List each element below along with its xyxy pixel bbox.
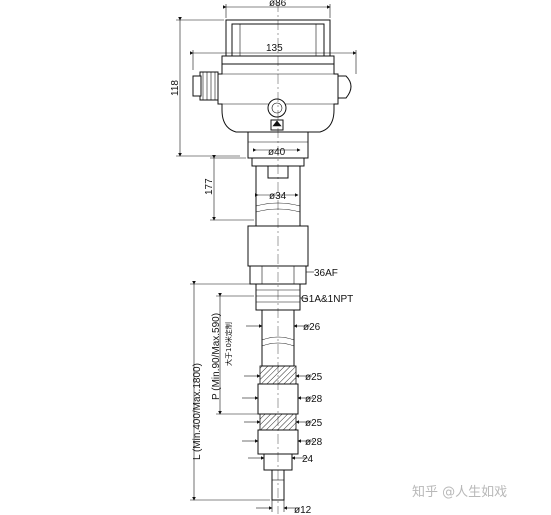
- label-head-height: 118: [170, 80, 181, 96]
- dim-neck-length: 177: [204, 155, 254, 221]
- dim-length-L: L (Min.400/Max.1800): [190, 281, 270, 501]
- ground-icon: [272, 120, 282, 127]
- process-connection: 36AF G1A&1NPT: [247, 225, 353, 311]
- label-probe-d28-lower: ø28: [305, 437, 323, 448]
- housing: [192, 19, 352, 133]
- dim-head-height: 118: [170, 17, 240, 157]
- label-position-P: P (Min.90/Max.590): [211, 313, 222, 400]
- label-probe-d25-lower: ø25: [305, 418, 323, 429]
- label-hex-size: 36AF: [314, 268, 338, 279]
- label-neck-length: 177: [204, 178, 215, 195]
- label-length-L: L (Min.400/Max.1800): [192, 363, 203, 460]
- label-neck-diameter: ø40: [268, 147, 286, 158]
- watermark: 知乎 @人生如戏: [412, 484, 507, 500]
- label-position-P-note: 大于10米定制: [224, 322, 233, 366]
- blind-plug: [337, 75, 352, 99]
- label-tip-diameter: ø12: [294, 505, 312, 515]
- dim-position-P: P (Min.90/Max.590) 大于10米定制: [211, 293, 258, 415]
- probe: ø26 ø25 ø28 ø25 ø28 24 ø12: [242, 309, 323, 515]
- label-probe-d28-upper: ø28: [305, 394, 323, 405]
- display-window: [267, 98, 287, 118]
- label-probe-d26: ø26: [303, 322, 321, 333]
- label-head-width: 135: [266, 43, 283, 54]
- label-thread: G1A&1NPT: [301, 294, 353, 305]
- label-probe-24: 24: [302, 454, 314, 465]
- label-probe-d25-upper: ø25: [305, 372, 323, 383]
- dim-head-width: 135: [190, 43, 357, 74]
